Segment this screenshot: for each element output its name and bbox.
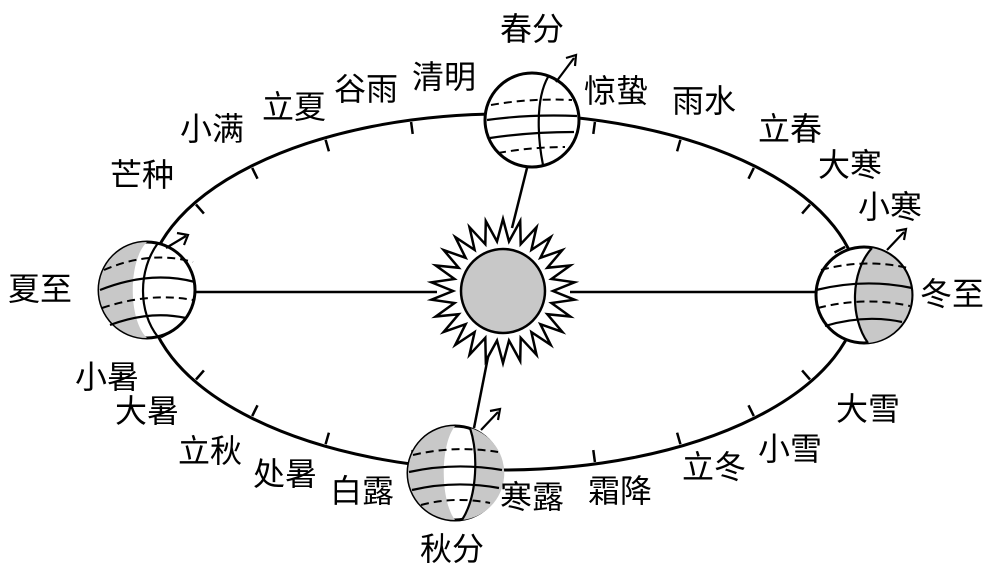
orbit-tick (252, 405, 257, 416)
label-dashu: 大暑 (115, 392, 179, 430)
sun-disc (461, 249, 545, 333)
label-chunfen: 春分 (500, 10, 564, 48)
orbit-tick (593, 450, 595, 462)
orbit-tick (252, 168, 257, 179)
label-bailu: 白露 (330, 472, 394, 510)
label-guyu: 谷雨 (334, 70, 398, 108)
orbit-tick (749, 168, 754, 179)
orbit-tick (196, 370, 204, 379)
orbit-tick (749, 405, 754, 416)
earth-qiufen (408, 409, 504, 520)
label-shuangjiang: 霜降 (588, 472, 652, 510)
orbit-tick (802, 205, 810, 214)
label-lidong: 立冬 (682, 448, 746, 486)
orbit-tick (411, 122, 413, 134)
sun-to-qiufen-line (474, 352, 489, 428)
label-hanlu: 寒露 (500, 478, 564, 516)
earth-chunfen (485, 55, 579, 167)
label-chushu: 处暑 (253, 455, 317, 493)
label-xiaohan: 小寒 (858, 188, 922, 226)
label-qiufen: 秋分 (420, 530, 484, 568)
label-qingming: 清明 (412, 58, 476, 96)
orbit-tick (326, 433, 329, 445)
label-xiaoman: 小满 (180, 110, 244, 148)
orbit-tick (802, 370, 810, 379)
label-mangzhong: 芒种 (110, 156, 174, 194)
label-dongzhi: 冬至 (920, 275, 984, 313)
orbit-tick (677, 433, 680, 445)
label-yushui: 雨水 (672, 82, 736, 120)
label-liqiu: 立秋 (178, 432, 242, 470)
orbit-tick (593, 122, 595, 134)
sun-to-chunfen-line (512, 168, 527, 228)
label-xiazhi: 夏至 (8, 270, 72, 308)
label-xiaoshu: 小暑 (75, 358, 139, 396)
label-dahan: 大寒 (818, 146, 882, 184)
label-lichun: 立春 (758, 110, 822, 148)
label-daxue: 大雪 (836, 390, 900, 428)
orbit-tick (326, 140, 329, 152)
earth-xiazhi (99, 233, 195, 338)
label-xiaoxue: 小雪 (758, 430, 822, 468)
orbit-tick (196, 205, 204, 214)
label-lixia: 立夏 (262, 88, 326, 126)
sun (432, 219, 575, 363)
earth-dongzhi (816, 229, 912, 343)
label-jingzhe: 惊蛰 (584, 72, 648, 110)
orbit-tick (677, 140, 680, 152)
